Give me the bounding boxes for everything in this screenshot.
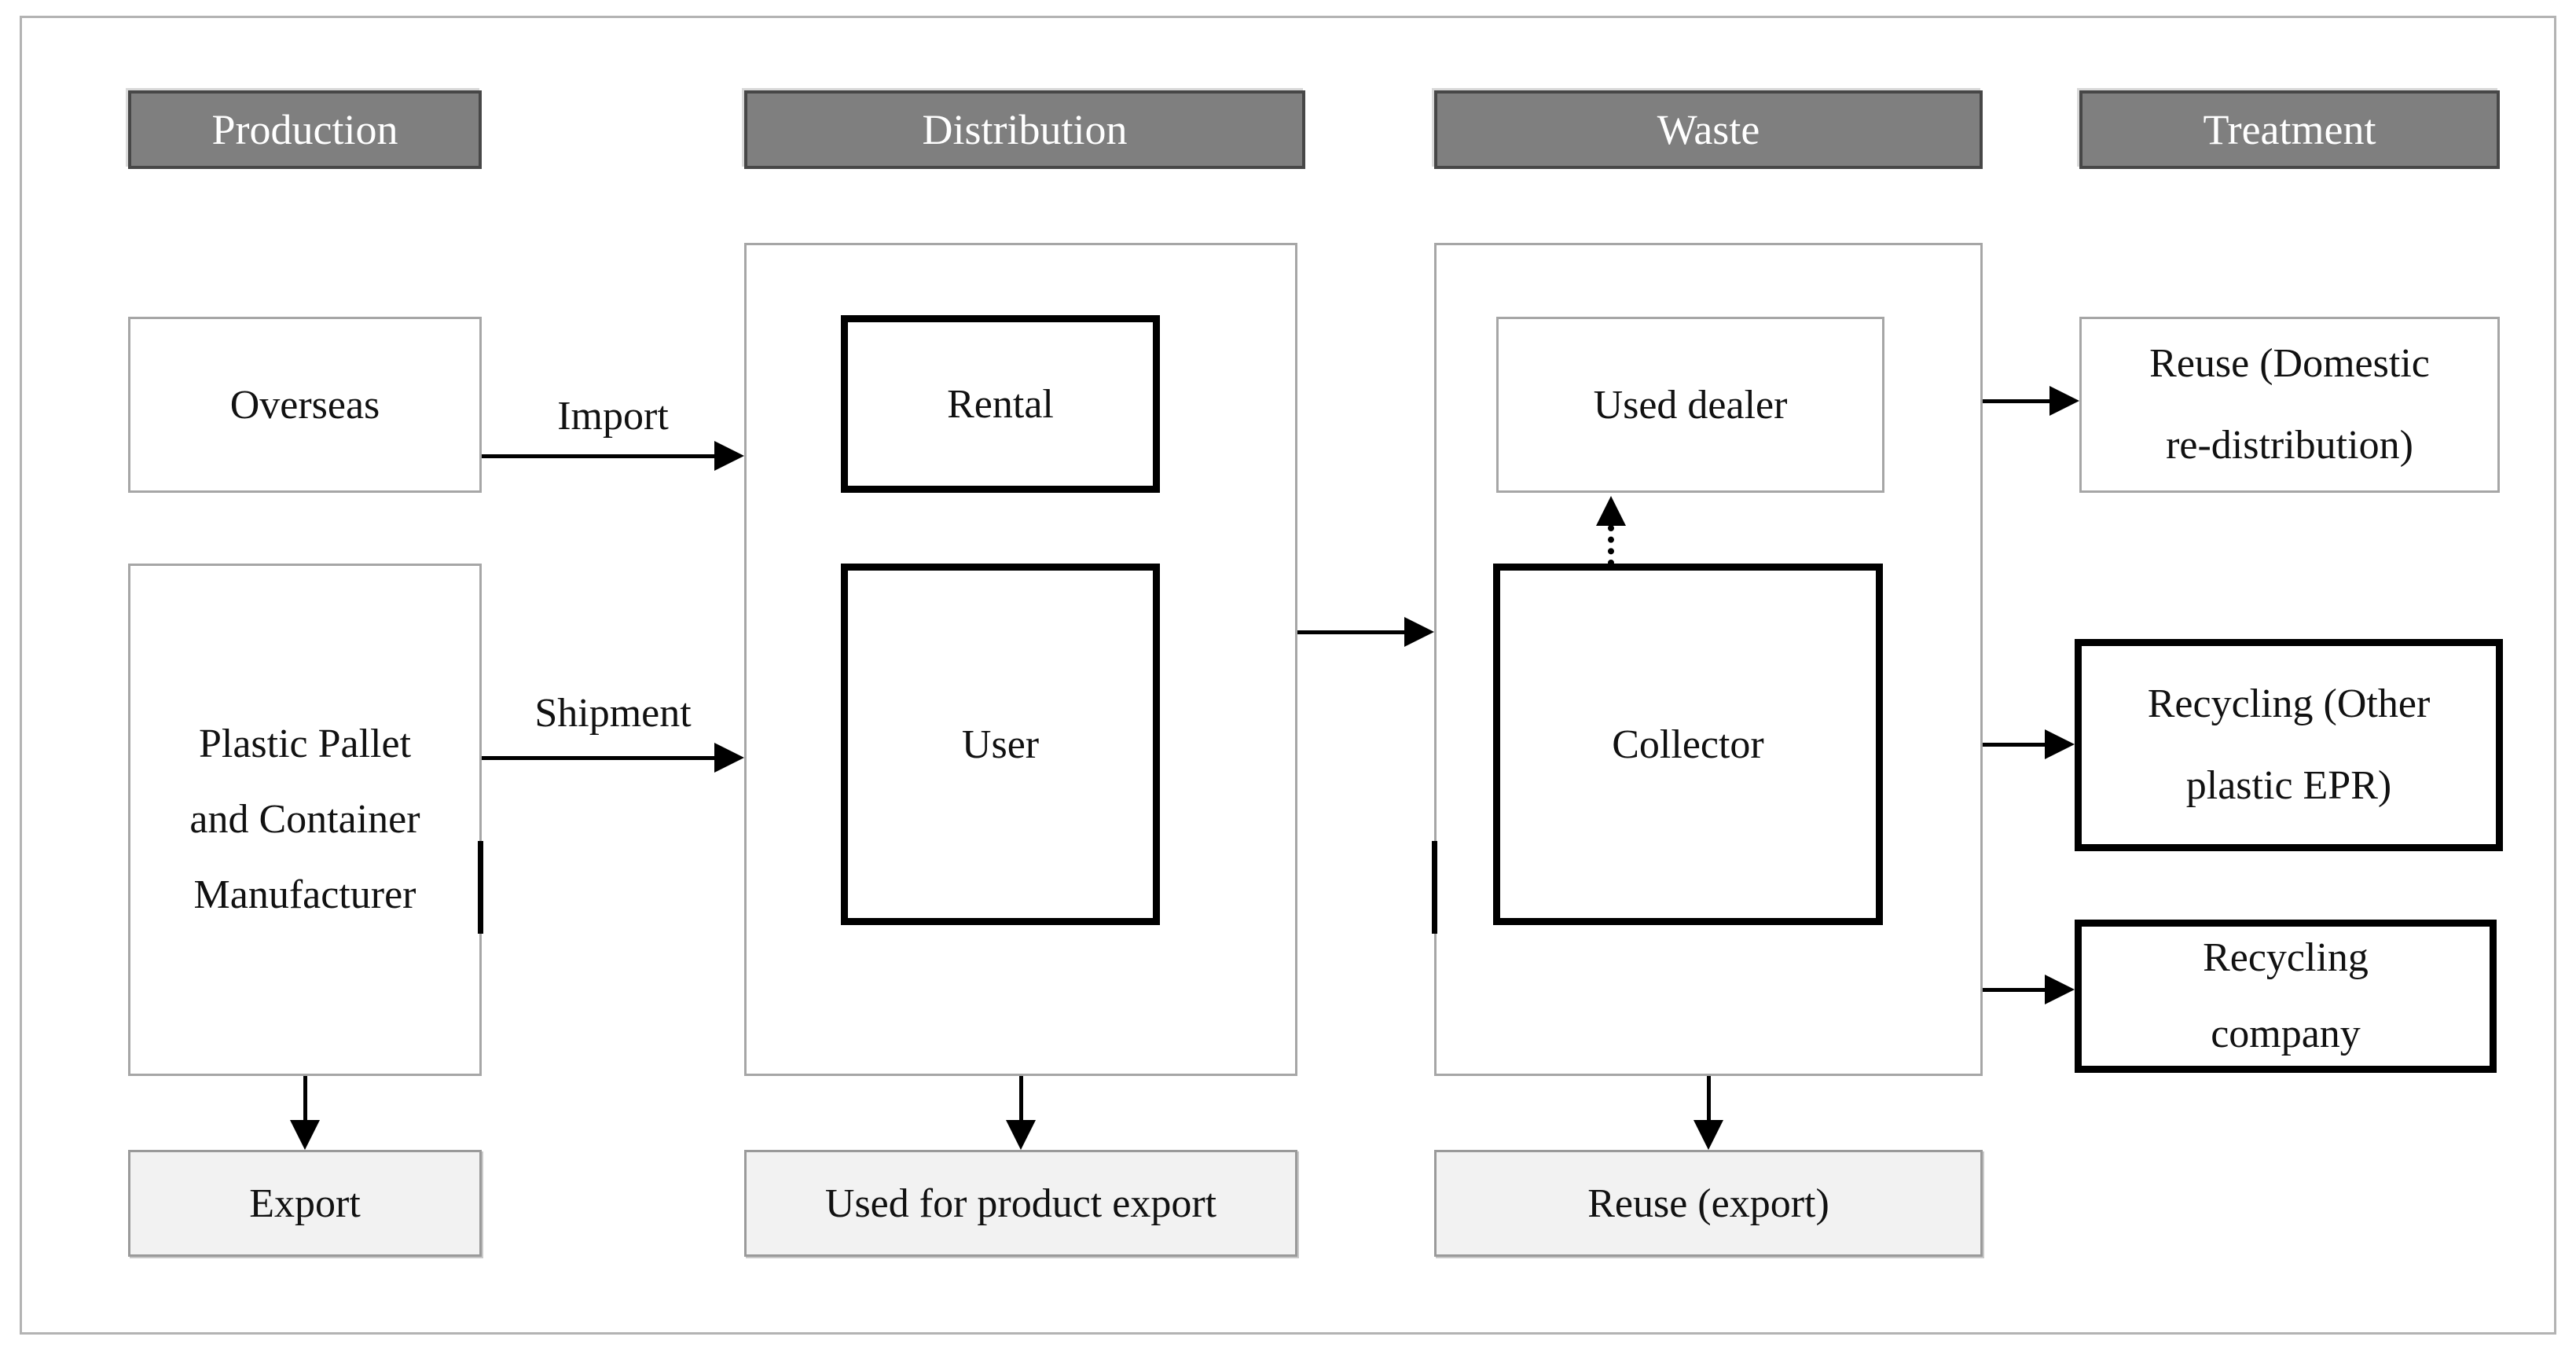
recycling-company-box: Recycling company xyxy=(2075,920,2497,1073)
stage-header-distribution: Distribution xyxy=(744,90,1305,169)
import-flow-label: Import xyxy=(557,394,669,439)
reuse-domestic-label-line1: Reuse (Domestic xyxy=(2149,341,2430,386)
overseas-box: Overseas xyxy=(128,317,482,493)
waste-to-reuse-export-arrow-line xyxy=(1707,1076,1711,1125)
manufacturer-edge-tick xyxy=(478,841,483,934)
distribution-to-waste-arrow-line xyxy=(1297,630,1407,634)
stage-header-treatment-label: Treatment xyxy=(2203,106,2376,153)
reuse-domestic-label-line2: re-distribution) xyxy=(2166,423,2413,468)
used-for-product-export-box: Used for product export xyxy=(744,1150,1297,1257)
manufacturer-label-line3: Manufacturer xyxy=(193,872,416,918)
user-label: User xyxy=(961,722,1040,767)
reuse-export-box: Reuse (export) xyxy=(1434,1150,1983,1257)
collector-box: Collector xyxy=(1493,564,1883,925)
waste-to-recycling-company-arrow-line xyxy=(1983,988,2048,992)
recycling-epr-label-line2: plastic EPR) xyxy=(2185,763,2392,808)
import-arrowhead-icon xyxy=(714,441,744,471)
collector-to-used-dealer-arrowhead-icon xyxy=(1596,496,1626,526)
manufacturer-box: Plastic Pallet and Container Manufacture… xyxy=(128,564,482,1076)
collector-label: Collector xyxy=(1612,722,1764,767)
used-dealer-box: Used dealer xyxy=(1496,317,1884,493)
used-for-product-export-label: Used for product export xyxy=(824,1181,1217,1226)
distribution-to-product-export-arrowhead-icon xyxy=(1006,1120,1036,1150)
export-label: Export xyxy=(249,1181,361,1226)
rental-box: Rental xyxy=(841,315,1160,493)
stage-header-production: Production xyxy=(128,90,482,169)
waste-edge-tick xyxy=(1432,841,1437,934)
shipment-flow-label: Shipment xyxy=(534,691,692,736)
recycling-epr-box: Recycling (Other plastic EPR) xyxy=(2075,639,2503,851)
manufacturer-label-line1: Plastic Pallet xyxy=(198,721,412,766)
stage-header-waste: Waste xyxy=(1434,90,1983,169)
recycling-company-label-line2: company xyxy=(2211,1011,2361,1056)
waste-to-recycling-epr-arrow-line xyxy=(1983,743,2048,747)
reuse-export-label: Reuse (export) xyxy=(1587,1181,1829,1226)
collector-to-used-dealer-dotted-line xyxy=(1608,525,1614,566)
stage-header-treatment: Treatment xyxy=(2079,90,2500,169)
stage-header-production-label: Production xyxy=(211,106,398,153)
recycling-epr-label-line1: Recycling (Other xyxy=(2147,681,2431,726)
stage-header-waste-label: Waste xyxy=(1657,106,1760,153)
overseas-label: Overseas xyxy=(229,382,380,428)
manufacturer-label-line2: and Container xyxy=(189,796,420,842)
import-arrow-line xyxy=(482,454,719,458)
manufacturer-to-export-arrowhead-icon xyxy=(290,1120,320,1150)
waste-to-recycling-epr-arrowhead-icon xyxy=(2045,729,2075,759)
recycling-company-label-line1: Recycling xyxy=(2203,935,2369,981)
distribution-to-waste-arrowhead-icon xyxy=(1404,617,1434,647)
waste-to-recycling-company-arrowhead-icon xyxy=(2045,975,2075,1004)
distribution-to-product-export-arrow-line xyxy=(1019,1076,1023,1125)
export-box: Export xyxy=(128,1150,482,1257)
waste-to-reuse-domestic-arrowhead-icon xyxy=(2049,386,2079,416)
shipment-arrow-line xyxy=(482,756,719,760)
rental-label: Rental xyxy=(947,381,1054,427)
waste-to-reuse-export-arrowhead-icon xyxy=(1693,1120,1723,1150)
shipment-arrowhead-icon xyxy=(714,743,744,773)
waste-to-reuse-domestic-arrow-line xyxy=(1983,399,2053,403)
used-dealer-label: Used dealer xyxy=(1593,382,1788,428)
manufacturer-to-export-arrow-line xyxy=(303,1076,307,1125)
user-box: User xyxy=(841,564,1160,925)
stage-header-distribution-label: Distribution xyxy=(922,106,1128,153)
reuse-domestic-box: Reuse (Domestic re-distribution) xyxy=(2079,317,2500,493)
